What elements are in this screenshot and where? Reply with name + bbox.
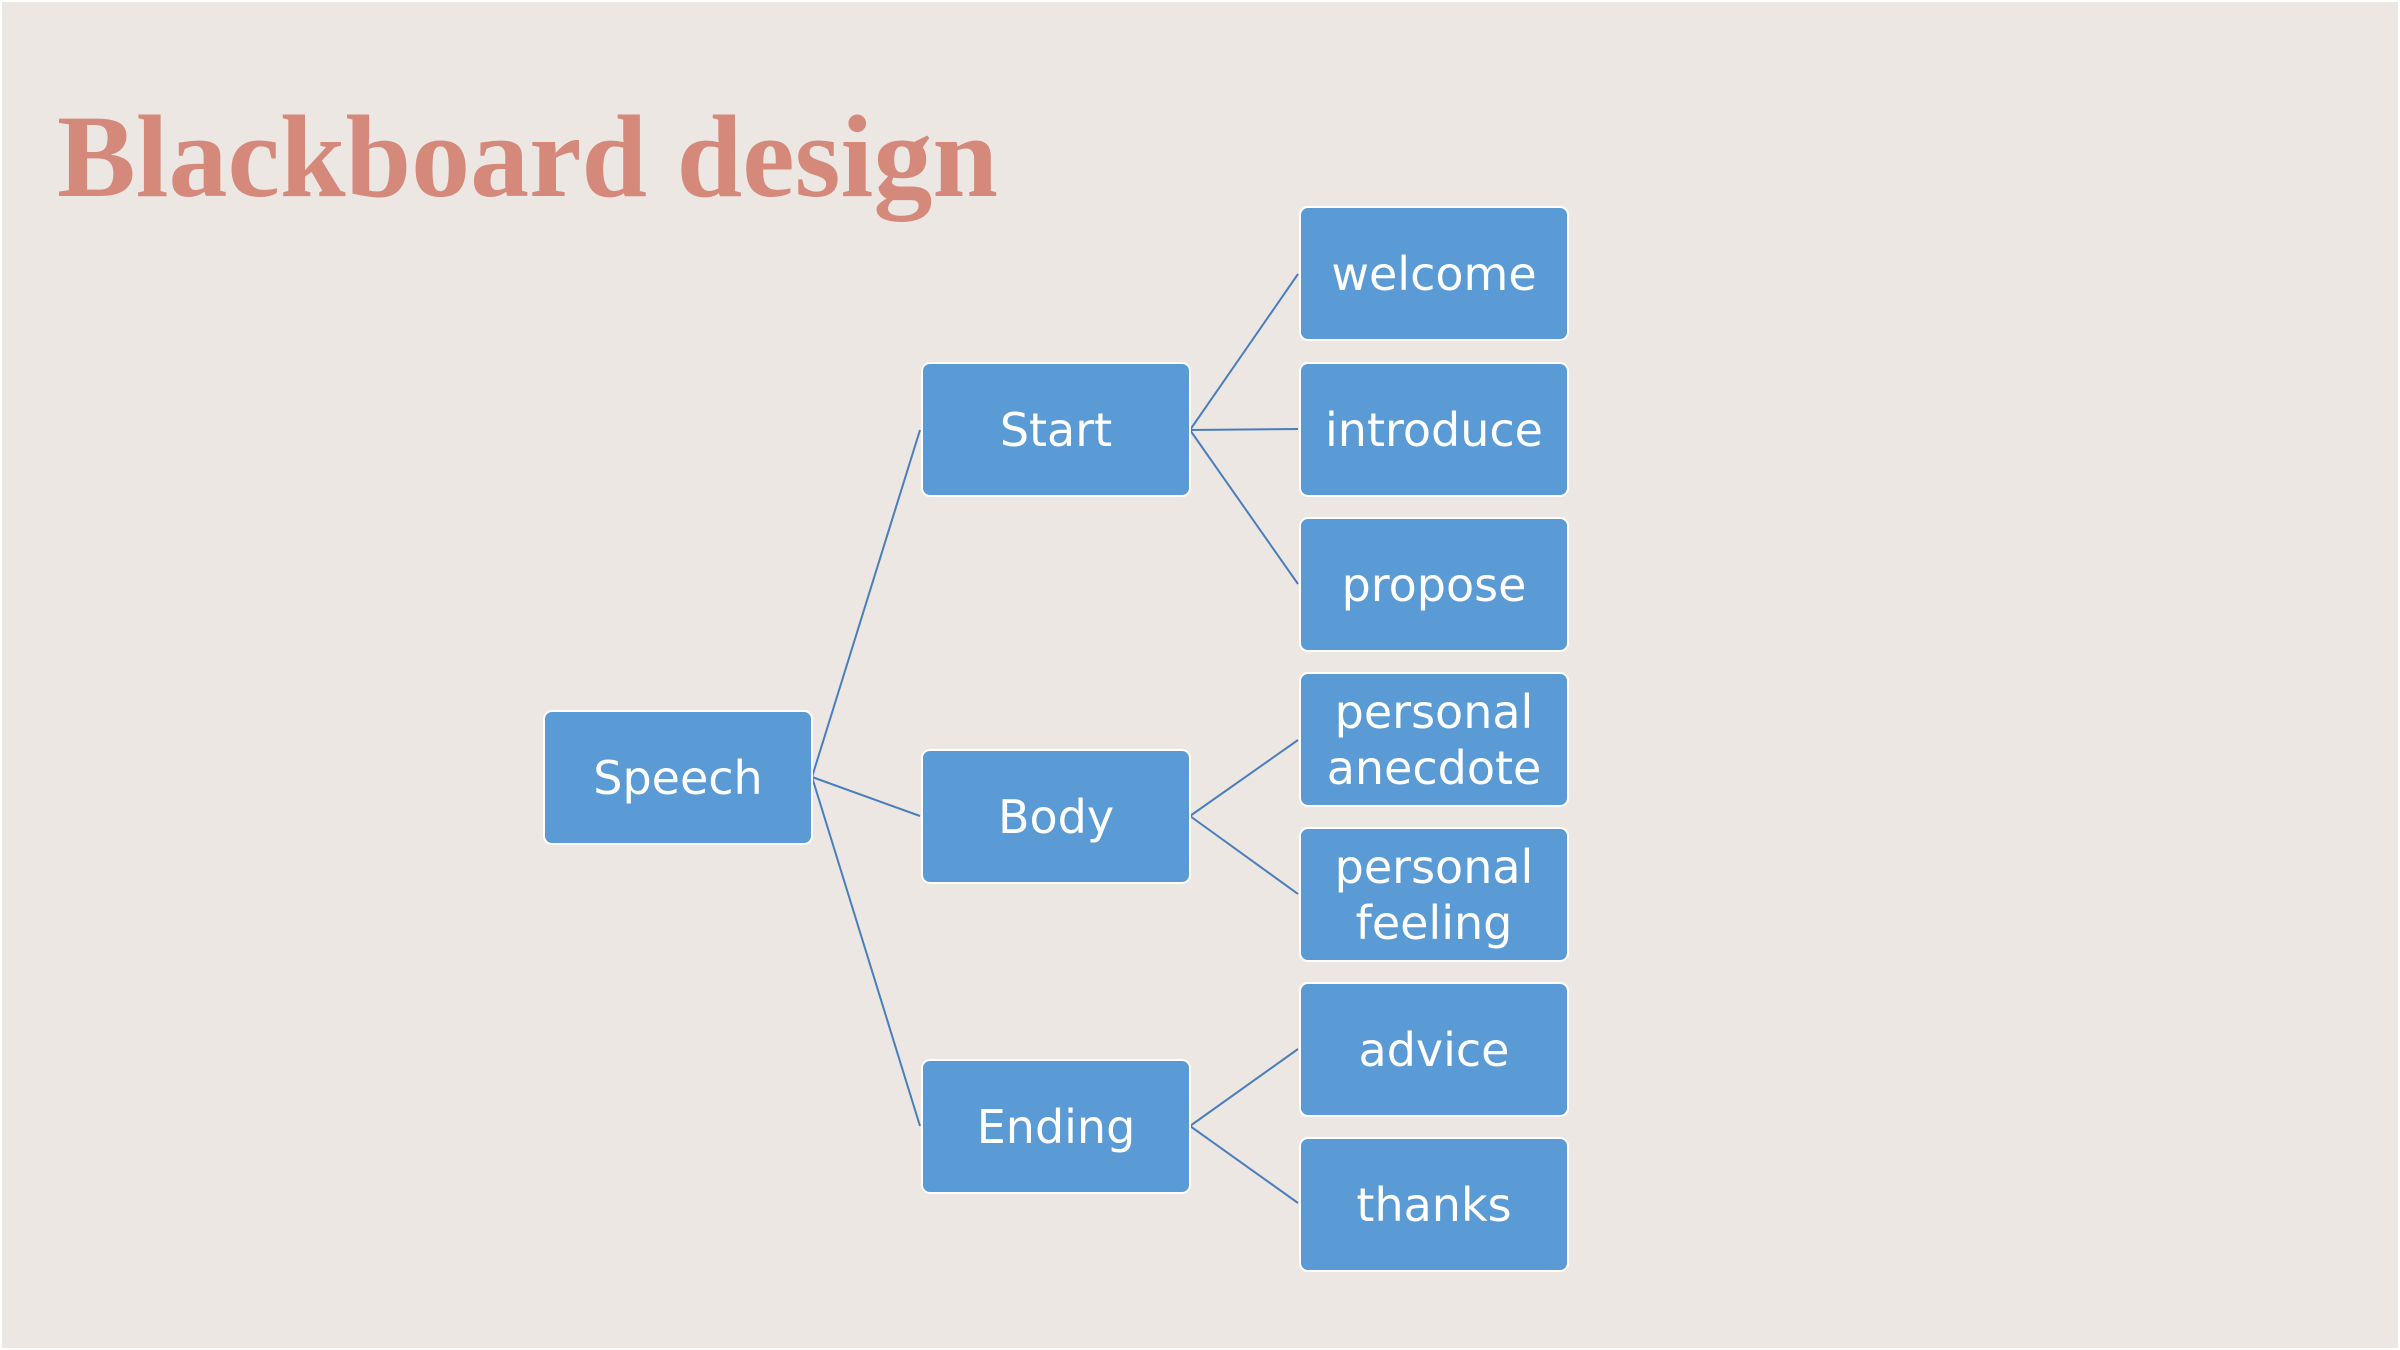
connector-ending-thanks <box>1189 1125 1299 1204</box>
node-start: Start <box>921 362 1191 497</box>
connector-speech-body <box>811 776 921 817</box>
connector-body-personal-anecdote <box>1189 739 1299 817</box>
node-welcome: welcome <box>1299 206 1569 341</box>
node-welcome-label: welcome <box>1331 246 1537 301</box>
connector-ending-advice <box>1189 1048 1299 1127</box>
connector-body-personal-feeling <box>1189 815 1299 895</box>
node-ending-label: Ending <box>976 1099 1136 1154</box>
node-advice-label: advice <box>1358 1022 1510 1077</box>
node-propose-label: propose <box>1341 557 1527 612</box>
connector-start-welcome <box>1189 273 1299 431</box>
connector-speech-ending <box>811 776 921 1127</box>
node-thanks-label: thanks <box>1356 1177 1512 1232</box>
node-personal-feeling: personal feeling <box>1299 827 1569 962</box>
node-speech-label: Speech <box>593 750 763 805</box>
node-ending: Ending <box>921 1059 1191 1194</box>
connector-speech-start <box>811 429 921 778</box>
node-body: Body <box>921 749 1191 884</box>
node-personal-anecdote-label: personal anecdote <box>1326 684 1542 795</box>
node-speech: Speech <box>543 710 813 845</box>
node-personal-anecdote: personal anecdote <box>1299 672 1569 807</box>
node-advice: advice <box>1299 982 1569 1117</box>
connector-start-introduce <box>1189 428 1299 431</box>
node-body-label: Body <box>997 789 1115 844</box>
node-thanks: thanks <box>1299 1137 1569 1272</box>
node-introduce-label: introduce <box>1325 402 1543 457</box>
node-start-label: Start <box>999 402 1113 457</box>
node-introduce: introduce <box>1299 362 1569 497</box>
node-propose: propose <box>1299 517 1569 652</box>
slide-title: Blackboard design <box>57 91 998 222</box>
node-personal-feeling-label: personal feeling <box>1334 839 1534 950</box>
connector-start-propose <box>1189 429 1299 585</box>
